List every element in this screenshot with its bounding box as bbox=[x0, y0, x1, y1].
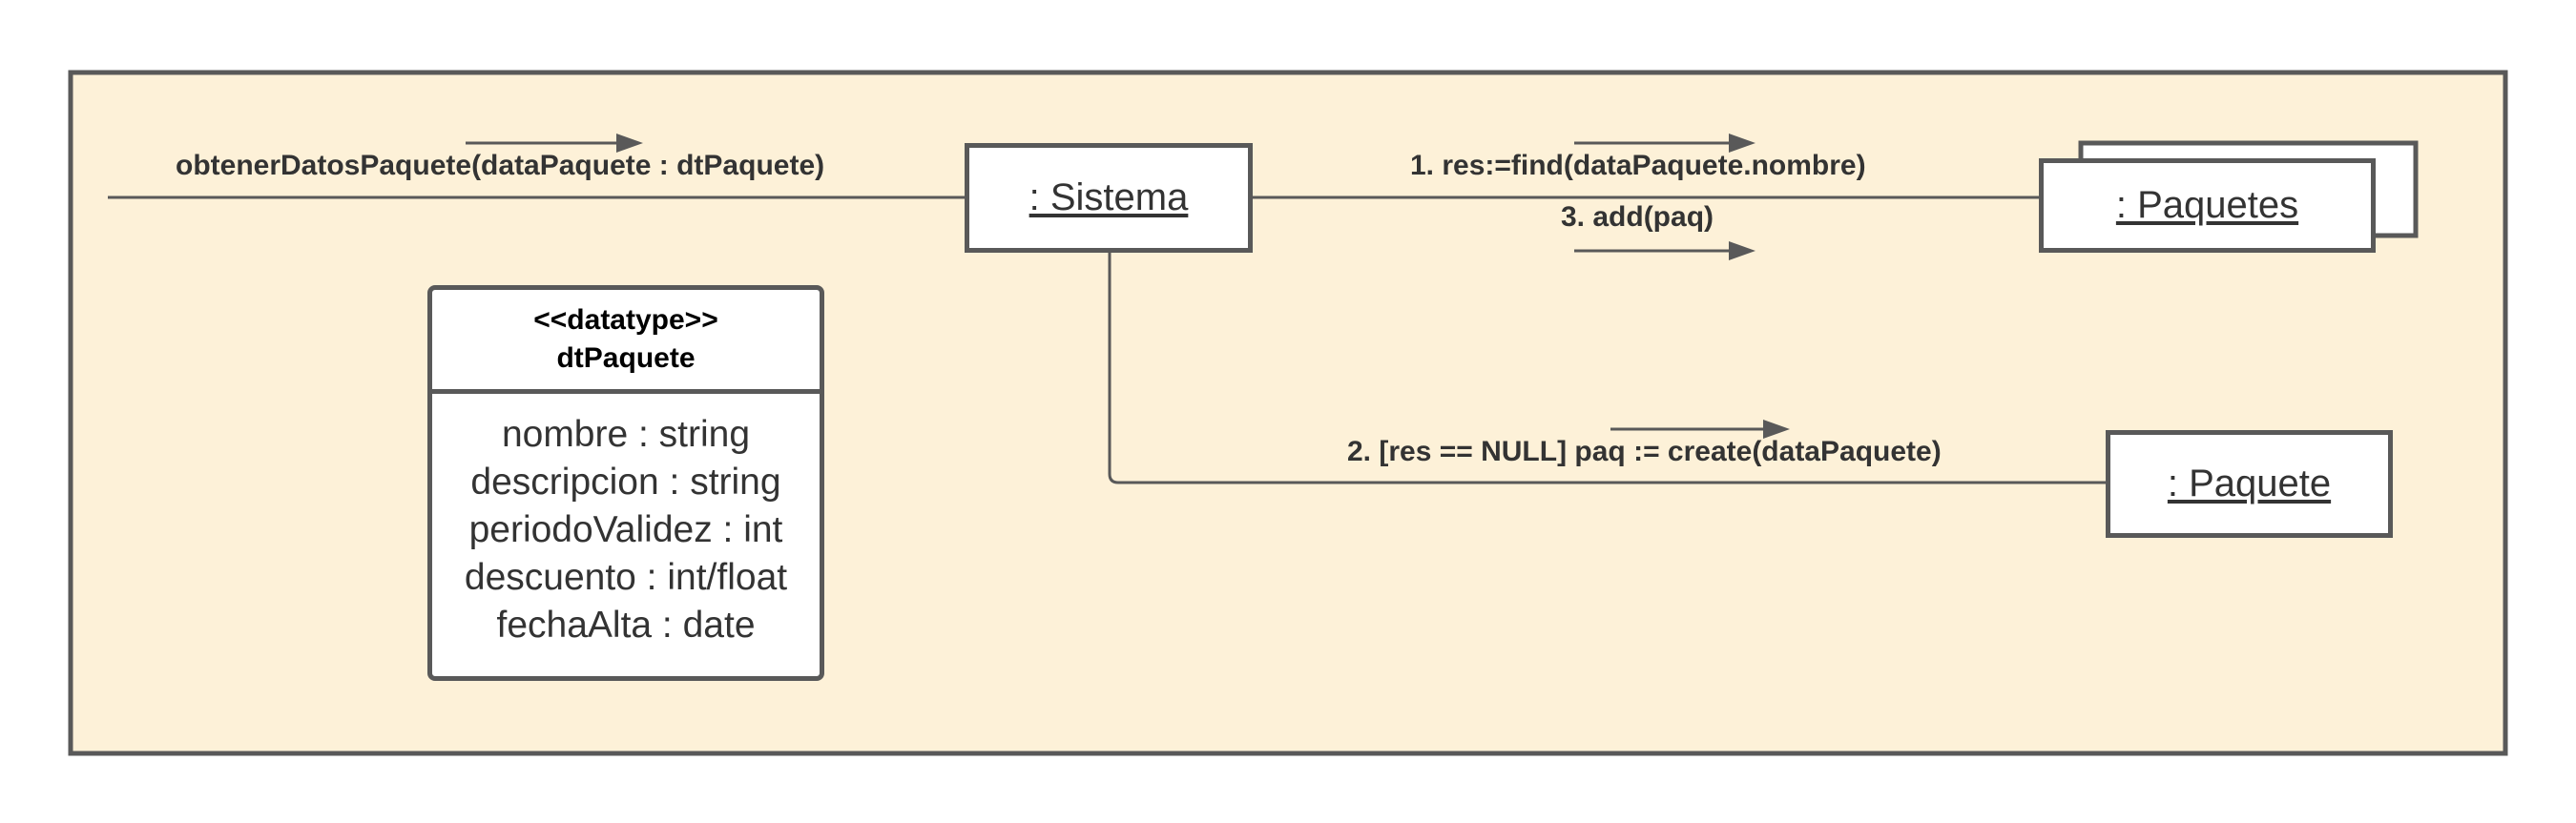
add-message-arrow bbox=[1574, 241, 1755, 260]
sistema-paquete-link bbox=[1108, 251, 2106, 484]
sistema-object-label: : Sistema bbox=[1028, 176, 1189, 218]
datatype-attribute: descripcion : string bbox=[470, 462, 781, 503]
paquete-object-label: : Paquete bbox=[2167, 463, 2332, 504]
datatype-class-box: <<datatype>> dtPaquete nombre : string d… bbox=[427, 285, 824, 681]
incoming-message-label: obtenerDatosPaquete(dataPaquete : dtPaqu… bbox=[176, 150, 825, 181]
datatype-attribute: fechaAlta : date bbox=[496, 605, 756, 646]
sistema-object: : Sistema bbox=[965, 143, 1253, 253]
datatype-attribute: nombre : string bbox=[501, 414, 751, 455]
create-message-label: 2. [res == NULL] paq := create(dataPaque… bbox=[1347, 436, 1942, 467]
datatype-attributes: nombre : string descripcion : string per… bbox=[432, 394, 820, 649]
add-message-label: 3. add(paq) bbox=[1561, 201, 1714, 233]
datatype-attribute: descuento : int/float bbox=[464, 557, 788, 598]
datatype-attribute: periodoValidez : int bbox=[468, 509, 783, 550]
find-message-label: 1. res:=find(dataPaquete.nombre) bbox=[1410, 150, 1866, 181]
datatype-name: dtPaquete bbox=[556, 342, 696, 374]
incoming-message-arrow bbox=[466, 134, 643, 153]
datatype-stereotype: <<datatype>> bbox=[533, 304, 718, 336]
paquetes-object-label: : Paquetes bbox=[2115, 184, 2299, 226]
find-message-arrow bbox=[1574, 134, 1755, 153]
datatype-header: <<datatype>> dtPaquete bbox=[432, 290, 820, 394]
create-message-arrow bbox=[1610, 420, 1790, 439]
paquete-object: : Paquete bbox=[2106, 430, 2393, 538]
paquetes-object: : Paquetes bbox=[2039, 158, 2376, 253]
